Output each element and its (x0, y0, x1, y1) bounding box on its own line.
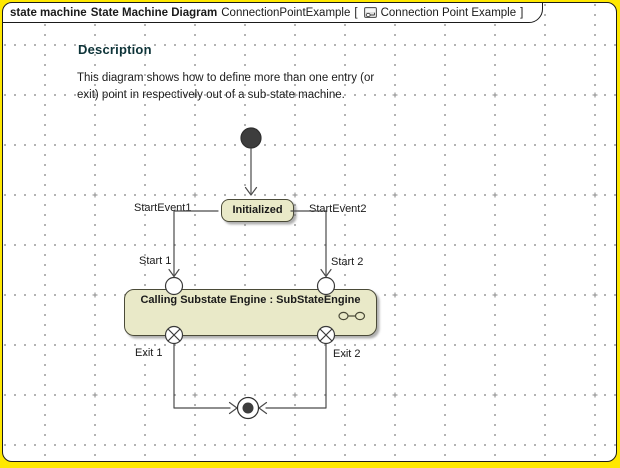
transition-exit1-arrowhead[interactable] (230, 403, 238, 414)
state-initialized-label: Initialized (232, 204, 283, 216)
state-submachine-label: Calling Substate Engine : SubStateEngine (140, 294, 361, 306)
transition-label-start-1[interactable]: Start 1 (139, 255, 172, 267)
diagram-name-label: ConnectionPointExample (221, 6, 351, 19)
transition-startevent2-line[interactable] (291, 211, 326, 275)
state-machine-diagram-icon (363, 5, 378, 20)
transition-startevent1-arrowhead[interactable] (169, 270, 179, 277)
transition-startevent1[interactable] (169, 211, 218, 277)
transition-exit2-to-final[interactable] (259, 344, 326, 414)
entry-point-2[interactable] (318, 278, 335, 295)
entry-point-1[interactable] (166, 278, 183, 295)
diagram-grid-canvas[interactable] (3, 3, 616, 461)
transition-label-exit-1[interactable]: Exit 1 (135, 347, 163, 359)
exit-point-1[interactable] (166, 327, 183, 344)
diagram-type-label: State Machine Diagram (90, 6, 218, 19)
transition-label-start-2[interactable]: Start 2 (331, 256, 364, 268)
submachine-link-icon (339, 312, 365, 319)
exit-point-1-cross-icon (168, 329, 180, 341)
diagram-kind-label: state machine (10, 6, 87, 19)
state-submachine-calling-substate-engine[interactable]: Calling Substate Engine : SubStateEngine (124, 289, 377, 336)
description-text: This diagram shows how to define more th… (77, 72, 375, 101)
final-state-inner-dot (242, 402, 254, 414)
transition-startevent2[interactable] (291, 211, 331, 277)
initial-pseudostate[interactable] (241, 128, 261, 148)
transition-label-startevent2[interactable]: StartEvent2 (309, 203, 367, 215)
transition-initial-arrowhead[interactable] (246, 188, 257, 196)
bracket-close: ] (520, 6, 524, 19)
diagram-ref-label: Connection Point Example (380, 6, 517, 19)
final-state[interactable] (238, 398, 259, 419)
transition-exit2-line[interactable] (266, 344, 326, 408)
exit-point-2[interactable] (318, 327, 335, 344)
transition-exit1-to-final[interactable] (174, 344, 237, 414)
transition-label-exit-2[interactable]: Exit 2 (333, 348, 361, 360)
exit-point-2-cross-icon (320, 329, 332, 341)
state-initialized[interactable]: Initialized (221, 199, 294, 222)
description-heading: Description (78, 42, 152, 57)
bracket-open: [ (354, 6, 358, 19)
transition-startevent1-line[interactable] (174, 211, 218, 275)
transition-exit1-line[interactable] (174, 344, 230, 408)
transition-startevent2-arrowhead[interactable] (321, 270, 331, 277)
transition-initial-to-initialized[interactable] (246, 149, 257, 195)
transition-exit2-arrowhead[interactable] (259, 403, 267, 414)
